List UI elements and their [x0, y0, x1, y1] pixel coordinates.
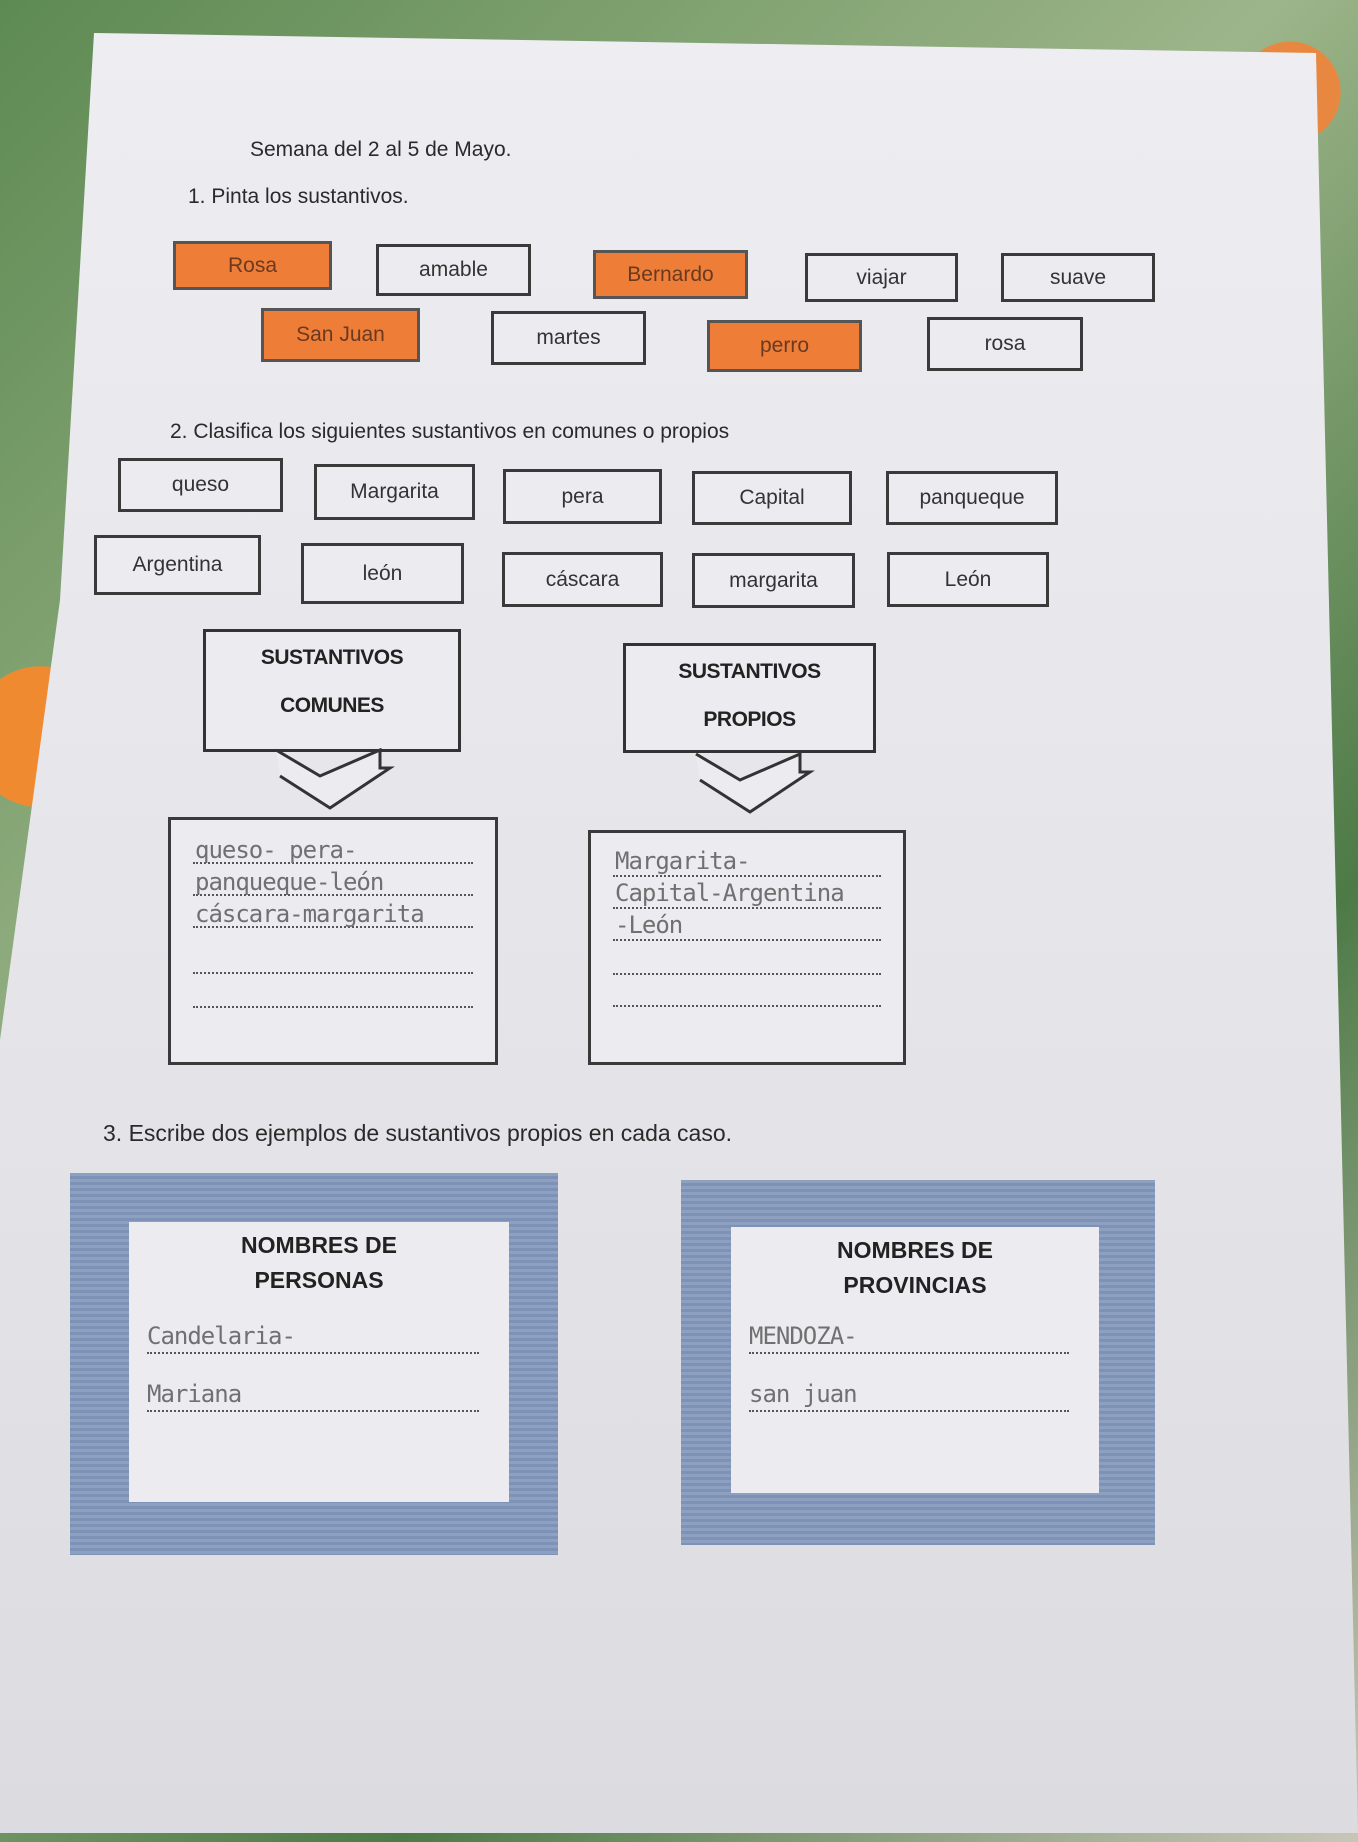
word-box: Margarita	[314, 464, 475, 520]
word-box: margarita	[692, 553, 855, 608]
word-box: León	[887, 552, 1049, 607]
handwritten-answer: -León	[615, 911, 683, 939]
handwritten-answer: san juan	[749, 1380, 858, 1408]
comunes-line2: COMUNES	[280, 694, 384, 717]
word-box: amable	[376, 244, 531, 296]
word-box: cáscara	[502, 552, 663, 607]
word-box: pera	[503, 469, 662, 524]
comunes-header-box: SUSTANTIVOS COMUNES	[203, 629, 461, 752]
exercise-1-instruction: 1. Pinta los sustantivos.	[188, 185, 409, 208]
word-box-painted: Bernardo	[593, 250, 748, 299]
arrow-down-icon	[695, 752, 815, 814]
exercise-2-instruction: 2. Clasifica los siguientes sustantivos …	[170, 420, 730, 443]
handwritten-answer: queso- pera-	[195, 836, 357, 864]
handwritten-answer: cáscara-margarita	[195, 900, 425, 928]
provincias-card: NOMBRES DE PROVINCIAS MENDOZA- san juan	[731, 1227, 1099, 1493]
word-box-painted: perro	[707, 320, 862, 372]
propios-answer-box: Margarita- Capital-Argentina -León	[588, 830, 906, 1065]
personas-card: NOMBRES DE PERSONAS Candelaria- Mariana	[129, 1222, 509, 1502]
personas-title-1: NOMBRES DE	[241, 1232, 397, 1258]
handwritten-answer: Margarita-	[615, 847, 750, 875]
propios-line2: PROPIOS	[703, 708, 796, 731]
personas-title-2: PERSONAS	[254, 1267, 384, 1293]
word-box: queso	[118, 458, 283, 512]
word-box: Capital	[692, 471, 852, 525]
propios-header-box: SUSTANTIVOS PROPIOS	[623, 643, 876, 753]
word-box: viajar	[805, 253, 958, 302]
word-box: rosa	[927, 317, 1083, 371]
word-box: martes	[491, 311, 646, 365]
handwritten-answer: panqueque-león	[195, 868, 384, 896]
word-box: Argentina	[94, 535, 261, 595]
arrow-down-icon	[275, 748, 395, 810]
word-box-painted: Rosa	[173, 241, 332, 290]
exercise-3-instruction: 3. Escribe dos ejemplos de sustantivos p…	[103, 1120, 733, 1146]
comunes-line1: SUSTANTIVOS	[260, 646, 404, 669]
word-box: león	[301, 543, 464, 604]
provincias-title-1: NOMBRES DE	[837, 1237, 993, 1263]
word-box: suave	[1001, 253, 1155, 302]
handwritten-answer: Capital-Argentina	[615, 879, 845, 907]
handwritten-answer: Mariana	[147, 1380, 242, 1408]
word-box: panqueque	[886, 471, 1058, 525]
comunes-answer-box: queso- pera- panqueque-león cáscara-marg…	[168, 817, 498, 1065]
handwritten-answer: MENDOZA-	[749, 1322, 858, 1350]
word-box-painted: San Juan	[261, 308, 420, 362]
propios-line1: SUSTANTIVOS	[678, 660, 821, 683]
handwritten-answer: Candelaria-	[147, 1322, 296, 1350]
worksheet-title: Semana del 2 al 5 de Mayo.	[250, 138, 512, 161]
provincias-title-2: PROVINCIAS	[843, 1272, 987, 1298]
